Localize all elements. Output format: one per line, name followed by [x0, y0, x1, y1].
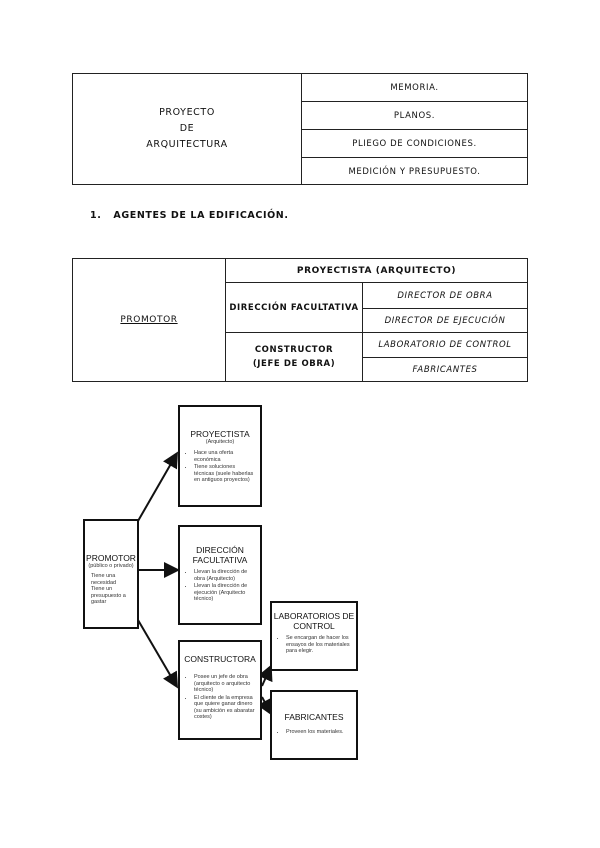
proyectista-bullet-1: Hace una oferta económica: [194, 450, 256, 463]
proyectista-box: PROYECTISTA (Arquitecto) Hace una oferta…: [178, 405, 262, 507]
section-heading: 1. AGENTES DE LA EDIFICACIÓN.: [90, 210, 289, 221]
arrow-to-constructora: [137, 619, 179, 689]
constructora-title: CONSTRUCTORA: [184, 654, 256, 664]
constructor-line-2: (JEFE DE OBRA): [252, 359, 336, 369]
item-medicion: MEDICIÓN Y PRESUPUESTO.: [348, 167, 481, 177]
laboratorio-cell: LABORATORIO DE CONTROL: [363, 333, 527, 358]
promotor-text: Tiene una necesidad Tiene un presupuesto…: [91, 573, 126, 605]
proyecto-line-3: ARQUITECTURA: [146, 139, 228, 150]
fabricantes-box: FABRICANTES Proveen los materiales.: [270, 690, 358, 760]
proyectista-title: PROYECTISTA: [190, 429, 250, 439]
proyecto-line-1: PROYECTO: [159, 107, 215, 118]
promotor-box: PROMOTOR (público o privado) Tiene una n…: [83, 519, 139, 629]
proyectista-subtitle: (Arquitecto): [205, 439, 235, 445]
agentes-table: PROMOTOR PROYECTISTA (ARQUITECTO) DIRECC…: [72, 258, 528, 382]
laboratorios-title-2: CONTROL: [293, 621, 335, 631]
laboratorios-box: LABORATORIOS DE CONTROL Se encargan de h…: [270, 601, 358, 671]
direccion-title-1: DIRECCIÓN: [196, 545, 244, 555]
arrow-to-proyectista: [137, 451, 178, 522]
promotor-title: PROMOTOR: [86, 553, 136, 563]
item-memoria: MEMORIA.: [302, 74, 527, 102]
item-pliego: PLIEGO DE CONDICIONES.: [302, 130, 527, 158]
section-number: 1.: [90, 210, 102, 221]
proyecto-cell: PROYECTO DE ARQUITECTURA: [73, 74, 302, 184]
fabricantes-title: FABRICANTES: [284, 712, 344, 722]
director-obra-cell: DIRECTOR DE OBRA: [363, 283, 527, 309]
constructora-bullet-1: Posee un jefe de obra (arquitecto o arqu…: [194, 674, 256, 694]
proyectista-bullet-2: Tiene soluciones técnicas (suele haberla…: [194, 464, 256, 484]
arrow-to-fabricantes: [257, 696, 272, 716]
constructora-box: CONSTRUCTORA Posee un jefe de obra (arqu…: [178, 640, 262, 740]
laboratorios-title-1: LABORATORIOS DE: [273, 611, 355, 621]
director-ejecucion-cell: DIRECTOR DE EJECUCIÓN: [363, 309, 527, 333]
direccion-cell: DIRECCIÓN FACULTATIVA: [226, 283, 363, 333]
proyecto-line-2: DE: [179, 123, 195, 134]
laboratorios-bullet-1: Se encargan de hacer los ensayos de los …: [286, 635, 352, 655]
fabricantes-bullet-1: Proveen los materiales.: [286, 729, 352, 736]
promotor-cell: PROMOTOR: [73, 259, 226, 381]
direccion-title-2: FACULTATIVA: [192, 555, 248, 565]
proyecto-table: PROYECTO DE ARQUITECTURA MEMORIA. PLANOS…: [72, 73, 528, 185]
direccion-bullet-2: Llevan la dirección de ejecución (Arquit…: [194, 583, 256, 603]
fabricantes-cell: FABRICANTES: [412, 364, 478, 375]
promotor-subtitle: (público o privado): [88, 563, 134, 569]
constructora-bullet-2: El cliente de la empresa que quiere gana…: [194, 695, 256, 721]
proyectista-cell: PROYECTISTA (ARQUITECTO): [226, 259, 527, 283]
constructor-line-1: CONSTRUCTOR: [254, 345, 334, 355]
direccion-bullet-1: Llevan la dirección de obra (Arquitecto): [194, 569, 256, 582]
direccion-box: DIRECCIÓN FACULTATIVA Llevan la direcció…: [178, 525, 262, 625]
item-planos: PLANOS.: [302, 102, 527, 130]
constructor-cell: CONSTRUCTOR (JEFE DE OBRA): [226, 333, 363, 381]
arrow-to-laboratorios: [257, 664, 273, 687]
section-title: AGENTES DE LA EDIFICACIÓN.: [113, 210, 289, 221]
